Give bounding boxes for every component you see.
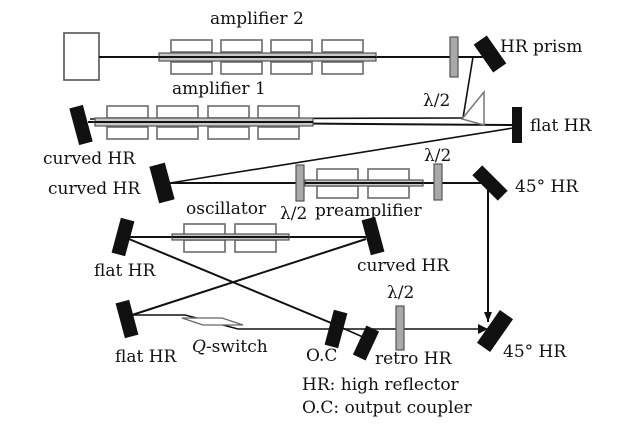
- amp1-module-top: [156, 105, 199, 119]
- legend-hr: HR: high reflector: [302, 375, 460, 395]
- output-section: O.C retro HR λ/2 45° HR: [306, 283, 567, 369]
- curved-hr-osc-label: curved HR: [357, 256, 450, 276]
- output-coupler-label: O.C: [306, 346, 337, 366]
- amplifier-2-stage: amplifier 2 HR prism λ/2: [63, 9, 582, 119]
- preamp-module-bottom: [367, 185, 410, 199]
- waveplate-out: [395, 305, 405, 351]
- preamp-module-top: [367, 168, 410, 182]
- arrowhead-down: [484, 312, 492, 322]
- lambda-half-pre-right-label: λ/2: [424, 146, 451, 166]
- lambda-half-prism-label: λ/2: [423, 91, 450, 111]
- curved-hr-1-mirror: [69, 104, 93, 146]
- amp1-module-top: [106, 105, 149, 119]
- flat-hr-top-mirror: [512, 107, 522, 143]
- curved-hr-1-label: curved HR: [43, 149, 136, 169]
- lambda-half-out-label: λ/2: [387, 283, 414, 303]
- amplifier-1-modules: [94, 105, 314, 140]
- beam-diagonal-to-flat-hr: [169, 127, 514, 184]
- amp2-module-bottom: [270, 61, 313, 75]
- legend-oc: O.C: output coupler: [302, 398, 473, 418]
- amp2-module-bottom: [321, 61, 364, 75]
- amp1-module-bottom: [106, 126, 149, 140]
- beam-osc-bottom: [133, 314, 488, 330]
- 45-hr-bottom-label: 45° HR: [503, 342, 567, 362]
- right-angle-prism: [460, 89, 485, 126]
- 45-hr-bottom-mirror: [476, 310, 514, 352]
- waveplate-pre-left: [295, 164, 305, 202]
- amp2-module-top: [170, 39, 213, 53]
- amp2-module-bottom: [170, 61, 213, 75]
- osc-module-bottom: [234, 239, 277, 253]
- amp1-module-bottom: [207, 126, 250, 140]
- q-switch-label-rest: -switch: [206, 337, 268, 357]
- q-switch-label-q: Q: [192, 337, 206, 357]
- hr-prism-mirror: [473, 35, 507, 73]
- flat-hr-osc-top-mirror: [111, 217, 135, 257]
- waveplate-pre-right: [433, 163, 443, 201]
- curved-hr-2-mirror: [149, 162, 175, 204]
- amplifier-2-modules: [158, 39, 377, 75]
- preamp-module-top: [316, 168, 359, 182]
- retro-hr-label: retro HR: [375, 349, 453, 369]
- flat-hr-osc-bottom-label: flat HR: [115, 347, 178, 367]
- amp1-module-top: [207, 105, 250, 119]
- amplifier-1-stage: amplifier 1 flat HR curved HR: [43, 79, 593, 169]
- output-box: [63, 32, 100, 81]
- osc-module-bottom: [183, 239, 226, 253]
- flat-hr-osc-bottom-mirror: [115, 299, 139, 339]
- oscillator-stage: flat HR oscillator curved HR flat HR Q-s…: [94, 199, 488, 367]
- preamplifier-label: preamplifier: [315, 201, 422, 221]
- amplifier-1-label: amplifier 1: [172, 79, 266, 99]
- amp2-module-bottom: [220, 61, 263, 75]
- amp2-module-top: [220, 39, 263, 53]
- arrowhead-right: [478, 324, 488, 334]
- retro-hr-mirror: [352, 325, 380, 361]
- amp1-module-bottom: [156, 126, 199, 140]
- q-switch-crystal: [181, 317, 244, 326]
- amp2-module-top: [321, 39, 364, 53]
- amplifier-2-label: amplifier 2: [210, 9, 304, 29]
- lambda-half-pre-left-label: λ/2: [280, 204, 307, 224]
- curved-hr-2-label: curved HR: [48, 179, 141, 199]
- amp1-module-top: [257, 105, 300, 119]
- beam-prism-down: [462, 56, 474, 119]
- q-switch-label: Q-switch: [192, 337, 268, 357]
- amp1-module-bottom: [257, 126, 300, 140]
- amp2-module-top: [270, 39, 313, 53]
- beam-cross-2: [131, 238, 367, 316]
- legend: HR: high reflector O.C: output coupler: [302, 375, 473, 418]
- 45-hr-top-mirror: [472, 165, 508, 201]
- preamplifier-stage: curved HR λ/2 λ/2 preamplifier 45° HR: [48, 127, 579, 322]
- output-coupler-mirror: [324, 309, 348, 349]
- curved-hr-osc-mirror: [361, 216, 385, 256]
- oscillator-label: oscillator: [186, 199, 267, 219]
- flat-hr-osc-top-label: flat HR: [94, 261, 157, 281]
- flat-hr-top-label: flat HR: [530, 116, 593, 136]
- preamp-module-bottom: [316, 185, 359, 199]
- waveplate-prism: [449, 36, 459, 78]
- hr-prism-label: HR prism: [500, 37, 582, 57]
- 45-hr-top-label: 45° HR: [515, 177, 579, 197]
